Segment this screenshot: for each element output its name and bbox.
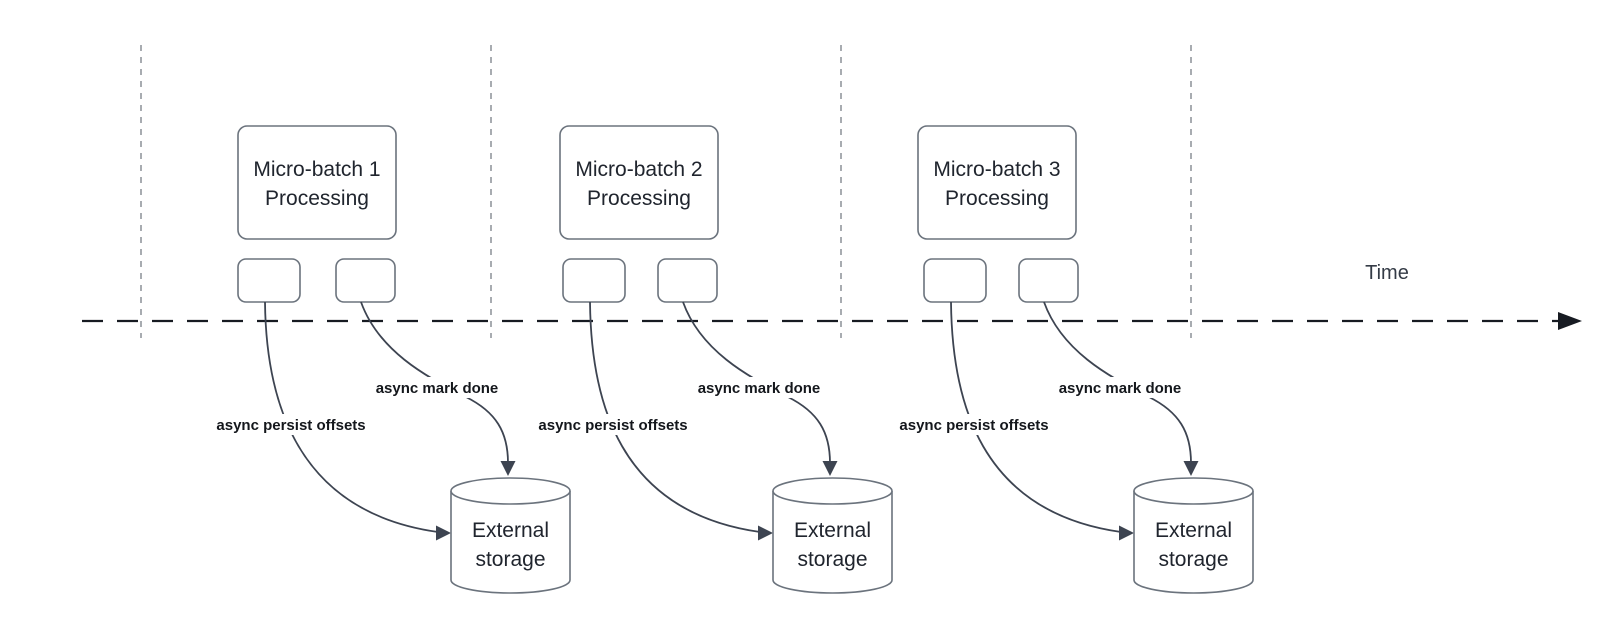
mark-done-label-bg bbox=[687, 377, 832, 398]
persist-offsets-label: async persist offsets bbox=[899, 417, 1048, 434]
persist-offsets-label-bg bbox=[202, 414, 380, 435]
external-storage-cylinder-body bbox=[1133, 491, 1254, 594]
external-storage-cylinder-body bbox=[450, 491, 571, 594]
batch-group-2: Micro-batch 2 Processing async persist o… bbox=[524, 125, 893, 594]
offset-task-box-right bbox=[335, 258, 396, 303]
external-storage-label-line2: storage bbox=[475, 548, 545, 571]
external-storage-label-line1: External bbox=[472, 519, 549, 542]
micro-batch-2-title-line1: Micro-batch 2 bbox=[575, 158, 702, 181]
mark-done-label: async mark done bbox=[376, 380, 499, 397]
persist-offsets-label-bg bbox=[524, 414, 702, 435]
micro-batch-2-processing-box bbox=[559, 125, 719, 240]
persist-offsets-arrowhead-icon bbox=[758, 525, 773, 541]
offset-task-box-left bbox=[923, 258, 987, 303]
batch-group-3: Micro-batch 3 Processing async persist o… bbox=[885, 125, 1254, 594]
persist-offsets-arrow bbox=[950, 301, 1122, 533]
external-storage-label-line1: External bbox=[794, 519, 871, 542]
persist-offsets-label-bg bbox=[885, 414, 1063, 435]
micro-batch-1-title-line2: Processing bbox=[265, 187, 369, 210]
external-storage-cylinder-top bbox=[772, 477, 893, 505]
persist-offsets-arrowhead-icon bbox=[436, 525, 451, 541]
time-axis-label: Time bbox=[1365, 262, 1409, 284]
persist-offsets-arrowhead-icon bbox=[1119, 525, 1134, 541]
external-storage-label-line1: External bbox=[1155, 519, 1232, 542]
persist-offsets-label: async persist offsets bbox=[538, 417, 687, 434]
micro-batch-3-processing-box bbox=[917, 125, 1077, 240]
micro-batch-2-title-line2: Processing bbox=[587, 187, 691, 210]
persist-offsets-arrow bbox=[589, 301, 761, 533]
persist-offsets-label: async persist offsets bbox=[216, 417, 365, 434]
batch-group-1: Micro-batch 1 Processing async persist o… bbox=[202, 125, 571, 594]
offset-task-box-left bbox=[562, 258, 626, 303]
time-axis-arrowhead-icon bbox=[1558, 312, 1582, 330]
persist-offsets-arrow bbox=[264, 301, 439, 533]
offset-task-box-right bbox=[657, 258, 718, 303]
mark-done-arrowhead-icon bbox=[822, 461, 838, 476]
external-storage-cylinder-top bbox=[1133, 477, 1254, 505]
micro-batch-1-processing-box bbox=[237, 125, 397, 240]
mark-done-label-bg bbox=[365, 377, 510, 398]
micro-batch-3-title-line1: Micro-batch 3 bbox=[933, 158, 1060, 181]
external-storage-cylinder-top bbox=[450, 477, 571, 505]
mark-done-arrowhead-icon bbox=[500, 461, 516, 476]
offset-task-box-right bbox=[1018, 258, 1079, 303]
mark-done-arrowhead-icon bbox=[1183, 461, 1199, 476]
mark-done-label-bg bbox=[1048, 377, 1193, 398]
mark-done-label: async mark done bbox=[698, 380, 821, 397]
mark-done-label: async mark done bbox=[1059, 380, 1182, 397]
offset-task-box-left bbox=[237, 258, 301, 303]
micro-batch-3-title-line2: Processing bbox=[945, 187, 1049, 210]
external-storage-label-line2: storage bbox=[797, 548, 867, 571]
external-storage-label-line2: storage bbox=[1158, 548, 1228, 571]
micro-batch-1-title-line1: Micro-batch 1 bbox=[253, 158, 380, 181]
external-storage-cylinder-body bbox=[772, 491, 893, 594]
